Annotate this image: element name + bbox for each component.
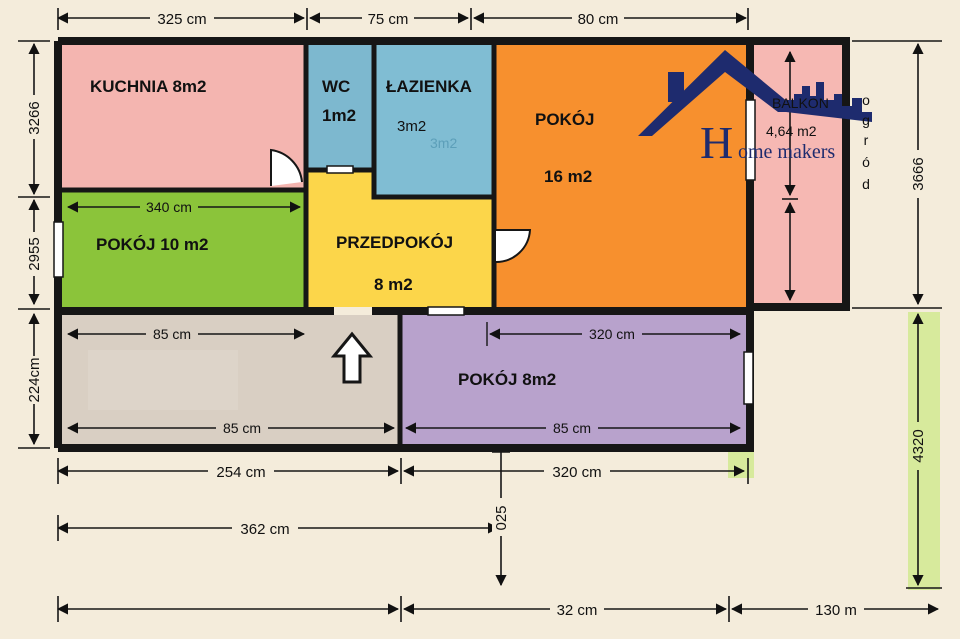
dim-label-kitchen-width: 340 cm xyxy=(146,199,192,215)
dim-label-right-1: 3666 xyxy=(910,157,927,190)
dim-label-right-2: 4320 xyxy=(910,429,927,462)
room-label-hallway: PRZEDPOKÓJ xyxy=(336,233,453,252)
window-room8 xyxy=(743,351,754,405)
door-big-room xyxy=(495,229,532,264)
dim-label-top-mid: 75 cm xyxy=(368,11,409,28)
garden-label-letter: o xyxy=(862,92,870,108)
vent-wc xyxy=(326,165,354,174)
dim-label-vertical-mid: 025 xyxy=(493,505,510,530)
dim-label-left-3: 224cm xyxy=(26,357,43,402)
dim-label-bottom-1-right: 320 cm xyxy=(552,464,601,481)
dim-labels: 325 cm 75 cm 80 cm 3266 2955 224cm 3666 … xyxy=(25,9,927,619)
dim-label-bottom-3-mid: 32 cm xyxy=(557,602,598,619)
room-label-room10: POKÓJ 10 m2 xyxy=(96,235,208,254)
lighter-patch xyxy=(88,350,238,410)
dim-label-left-1: 3266 xyxy=(26,101,43,134)
logo-letter: H xyxy=(700,117,733,168)
room-label-bathroom-area: 3m2 xyxy=(397,118,426,135)
garden-label-letter: g xyxy=(862,112,870,128)
garden-label-letter: r xyxy=(864,132,869,148)
room-hallway xyxy=(306,170,494,307)
logo-text: ome makers xyxy=(738,141,835,163)
room-label-room8: POKÓJ 8m2 xyxy=(458,370,556,389)
entrance-arrow-icon xyxy=(330,331,374,384)
dim-label-corridor-top: 85 cm xyxy=(153,326,191,342)
dim-label-bottom-3-right: 130 m xyxy=(815,602,857,619)
garden-strip-bottom xyxy=(728,448,754,478)
room-big xyxy=(494,45,750,307)
room-wc xyxy=(306,45,374,170)
window-balcony xyxy=(745,99,756,181)
room-label-wc-area: 1m2 xyxy=(322,106,356,125)
dim-label-bottom-2: 362 cm xyxy=(240,521,289,538)
room-label-balcony-area: 4,64 m2 xyxy=(766,123,817,139)
garden-label-letter: ó xyxy=(862,154,870,170)
dim-label-room8-top: 320 cm xyxy=(589,326,635,342)
logo-roof-icon xyxy=(638,50,800,136)
dim-label-room8-bottom: 85 cm xyxy=(553,420,591,436)
dim-label-corridor-bottom: 85 cm xyxy=(223,420,261,436)
home-makers-logo: H ome makers xyxy=(638,50,872,168)
room-label-kitchen: KUCHNIA 8m2 xyxy=(90,77,207,96)
room-bathroom xyxy=(374,45,494,197)
room-label-bathroom-ghost: 3m2 xyxy=(430,135,457,151)
dim-label-top-right: 80 cm xyxy=(578,11,619,28)
room-label-balcony: BALKON xyxy=(772,95,829,111)
room-label-wc: WC xyxy=(322,77,350,96)
room-label-bathroom: ŁAZIENKA xyxy=(386,77,472,96)
dim-label-top-left: 325 cm xyxy=(157,11,206,28)
dim-label-bottom-1-left: 254 cm xyxy=(216,464,265,481)
logo-skyline-icon xyxy=(786,82,872,122)
door-kitchen xyxy=(270,148,303,186)
window-left xyxy=(53,221,64,278)
vent-room8 xyxy=(427,306,465,316)
room-kitchen xyxy=(62,45,306,190)
garden-label: o g r ó d xyxy=(862,92,870,192)
room-label-big-room: POKÓJ xyxy=(535,110,595,129)
room-label-big-room-area: 16 m2 xyxy=(544,167,592,186)
garden-label-letter: d xyxy=(862,176,870,192)
room-label-hallway-area: 8 m2 xyxy=(374,275,413,294)
dim-label-left-2: 2955 xyxy=(26,237,43,270)
